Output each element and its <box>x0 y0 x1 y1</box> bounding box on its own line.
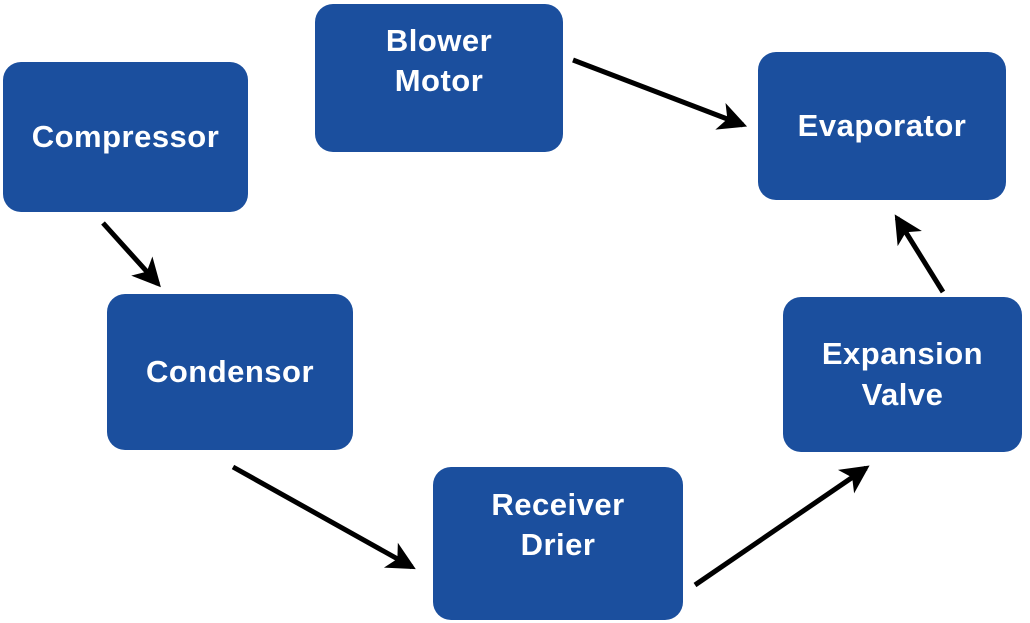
node-blower-motor: Blower Motor <box>315 4 563 152</box>
node-condensor: Condensor <box>107 294 353 450</box>
node-blower-motor-label: Blower Motor <box>385 22 493 98</box>
arrow-condensor-to-receiver-drier <box>231 464 416 570</box>
node-receiver-drier-label: Receiver Drier <box>491 486 625 562</box>
arrow-expansion-valve-to-evaporator <box>894 214 946 294</box>
arrow-blower-motor-to-evaporator <box>572 57 748 130</box>
node-compressor-label: Compressor <box>31 118 220 154</box>
node-expansion-valve-label: Expansion Valve <box>821 336 984 412</box>
arrow-compressor-to-condensor <box>101 221 161 288</box>
node-evaporator-label: Evaporator <box>797 107 967 143</box>
arrow-receiver-drier-to-expansion-valve <box>693 465 870 588</box>
node-compressor: Compressor <box>3 62 248 212</box>
node-evaporator: Evaporator <box>758 52 1006 200</box>
node-expansion-valve: Expansion Valve <box>783 297 1022 452</box>
node-condensor-label: Condensor <box>145 353 315 389</box>
node-receiver-drier: Receiver Drier <box>433 467 683 620</box>
